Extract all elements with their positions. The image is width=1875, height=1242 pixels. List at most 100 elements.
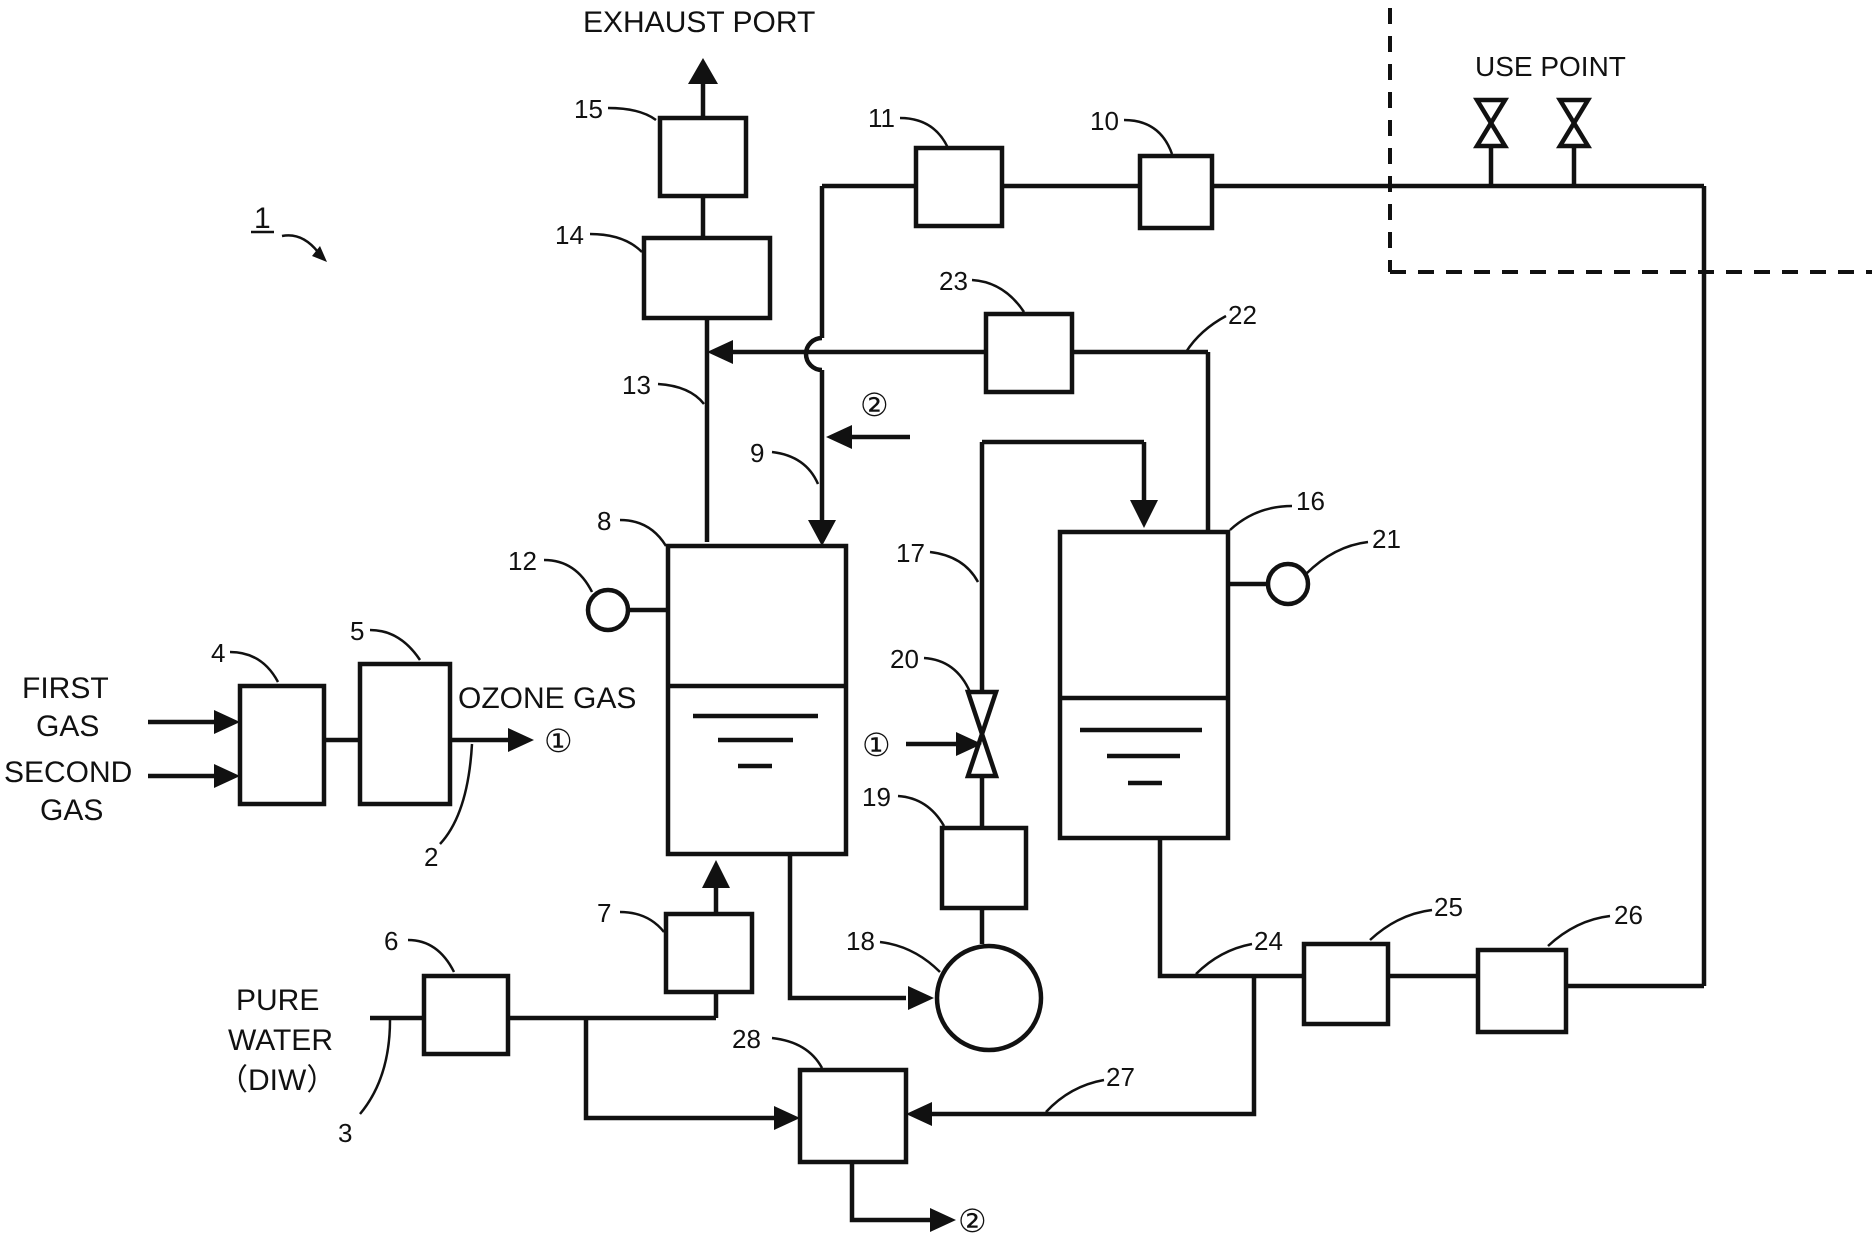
ref-27-leader — [1046, 1080, 1104, 1112]
connector-1-valve-in: ① — [862, 727, 891, 763]
ref-23: 23 — [939, 266, 968, 296]
connector-1-ozone-out: ① — [544, 723, 573, 759]
ref-25: 25 — [1434, 892, 1463, 922]
ref-21: 21 — [1372, 524, 1401, 554]
ref-18-leader — [880, 942, 940, 972]
connector-2-pipe-9-in: ② — [860, 387, 889, 423]
system-ref-leader — [282, 235, 318, 252]
ref-8: 8 — [597, 506, 611, 536]
ref-26: 26 — [1614, 900, 1643, 930]
pipe-27-arrowhead — [906, 1102, 932, 1126]
ref-15: 15 — [574, 94, 603, 124]
pipe-7-arrowhead — [702, 860, 730, 888]
ref-27: 27 — [1106, 1062, 1135, 1092]
box-26 — [1478, 950, 1566, 1032]
ref-4: 4 — [211, 638, 225, 668]
box-7 — [666, 914, 752, 992]
box-19 — [942, 828, 1026, 908]
pipe-17-arrowhead — [1130, 500, 1158, 528]
ref-9-leader — [772, 452, 818, 484]
ref-10: 10 — [1090, 106, 1119, 136]
ref-13-leader — [658, 384, 704, 404]
box-5 — [360, 664, 450, 804]
pure-water-label-line3: （DIW） — [218, 1064, 336, 1097]
ref-23-leader — [972, 280, 1024, 312]
ref-5: 5 — [350, 616, 364, 646]
ref-12-leader — [544, 560, 592, 592]
pipe-9-arrowhead — [808, 520, 836, 546]
ref-8-leader — [620, 520, 666, 546]
ozone-gas-label: OZONE GAS — [458, 682, 636, 715]
ref-25-leader — [1370, 910, 1432, 940]
ref-19: 19 — [862, 782, 891, 812]
ref-22-leader — [1186, 316, 1226, 352]
box-15 — [660, 118, 746, 196]
ref-7-leader — [620, 912, 664, 932]
tank-8 — [668, 546, 846, 854]
valve-20 — [968, 692, 996, 776]
ref-19-leader — [898, 796, 944, 826]
ref-11-leader — [900, 118, 948, 148]
box-23 — [986, 314, 1072, 392]
sensor-12 — [588, 590, 628, 630]
connector-2-in-arrowhead — [826, 425, 852, 449]
pure-water-label-line1: PURE — [236, 984, 319, 1017]
use-point-valve-2 — [1560, 100, 1588, 186]
pure-water-label-line2: WATER — [228, 1024, 333, 1057]
ref-28: 28 — [732, 1024, 761, 1054]
ref-6: 6 — [384, 926, 398, 956]
ozone-out-arrowhead — [508, 728, 534, 752]
ref-6-leader — [408, 940, 454, 972]
second-gas-label-line1: SECOND — [4, 756, 132, 789]
ref-21-leader — [1306, 542, 1368, 574]
ref-2: 2 — [424, 842, 438, 872]
ref-14-leader — [590, 234, 642, 252]
first-gas-label-line2: GAS — [36, 710, 99, 743]
second-gas-arrowhead — [214, 764, 240, 788]
tank-8-drain-arrowhead — [908, 986, 934, 1010]
ref-20: 20 — [890, 644, 919, 674]
box-4 — [240, 686, 324, 804]
ref-17: 17 — [896, 538, 925, 568]
box-6 — [424, 976, 508, 1054]
ref-4-leader — [230, 652, 278, 682]
box-11 — [916, 148, 1002, 226]
ref-10-leader — [1124, 120, 1172, 154]
ref-9: 9 — [750, 438, 764, 468]
exhaust-port-label: EXHAUST PORT — [583, 6, 815, 39]
box-25 — [1304, 944, 1388, 1024]
tank-16 — [1060, 532, 1228, 838]
ref-17-leader — [930, 552, 978, 582]
ref-18: 18 — [846, 926, 875, 956]
connector-2-box-28-out: ② — [958, 1203, 987, 1239]
box-14 — [644, 238, 770, 318]
ref-24-leader — [1196, 944, 1252, 974]
ref-12: 12 — [508, 546, 537, 576]
use-point-valve-1 — [1477, 100, 1505, 186]
ref-11: 11 — [868, 103, 895, 133]
system-ref-label: 1 — [254, 202, 271, 235]
ref-3-leader — [360, 1020, 390, 1114]
ref-14: 14 — [555, 220, 584, 250]
sensor-21 — [1268, 564, 1308, 604]
ref-5-leader — [370, 630, 420, 660]
second-gas-label-line2: GAS — [40, 794, 103, 827]
ref-7: 7 — [597, 898, 611, 928]
ref-16: 16 — [1296, 486, 1325, 516]
ref-13: 13 — [622, 370, 651, 400]
ref-26-leader — [1548, 916, 1610, 946]
ref-3: 3 — [338, 1118, 352, 1148]
ref-24: 24 — [1254, 926, 1283, 956]
pump-18 — [937, 946, 1041, 1050]
ref-28-leader — [772, 1038, 822, 1068]
ref-22: 22 — [1228, 300, 1257, 330]
exhaust-outlet-arrowhead — [688, 58, 718, 84]
pipe-28-out — [852, 1162, 930, 1220]
ref-20-leader — [924, 658, 970, 692]
box-10 — [1140, 156, 1212, 228]
pipe-dw-to-28-arrowhead — [774, 1106, 800, 1130]
pipe-28-out-arrowhead — [930, 1208, 956, 1232]
ref-15-leader — [608, 108, 656, 120]
first-gas-arrowhead — [214, 710, 240, 734]
